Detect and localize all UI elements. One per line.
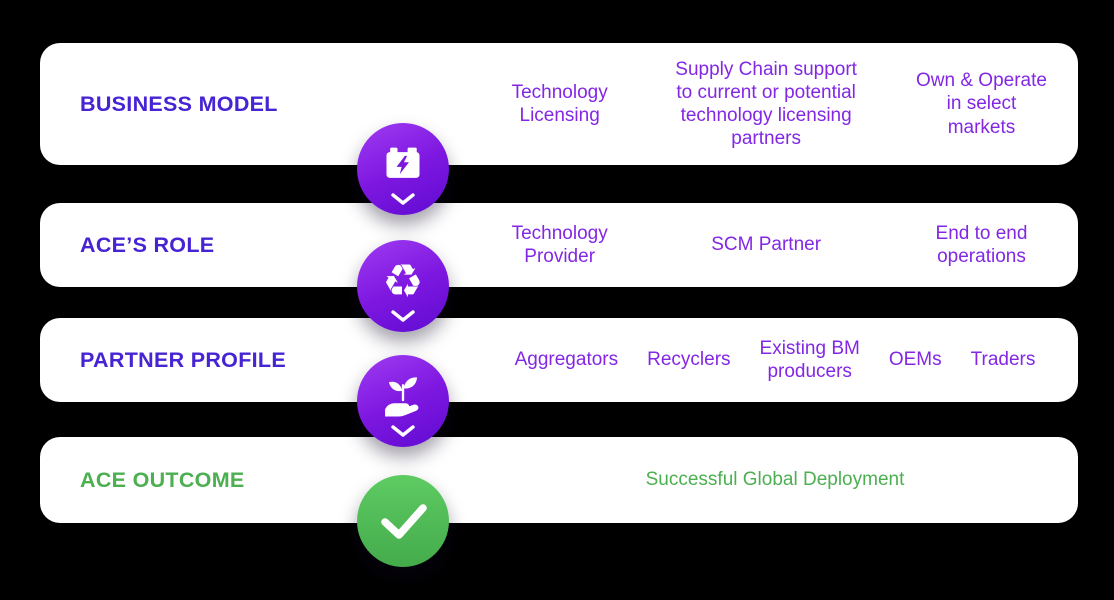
plant-hand-glyph [378,371,428,423]
cell-text: SCM Partner [711,234,822,256]
check-svg [381,504,427,539]
partner-profile-content: Aggregators Recyclers Existing BM produc… [480,337,1078,383]
plant-hand-icon [357,355,449,447]
cell-aggregators: Aggregators [514,349,619,371]
chevron-svg [391,424,415,437]
cell-text: Technology Licensing [511,81,608,126]
cell-technology-licensing: Technology Licensing [480,81,639,127]
cell-recyclers: Recyclers [647,349,731,371]
cell-own-and-operate: Own & Operate in select markets [893,69,1070,139]
business-model-content: Technology Licensing Supply Chain suppor… [480,58,1078,151]
battery-svg [386,147,420,178]
cell-text: End to end operations [935,222,1028,267]
aces-role-content: Technology Provider SCM Partner End to e… [480,222,1078,268]
chevron-svg [391,192,415,205]
cell-text: Own & Operate in select markets [916,70,1047,138]
row-business-model: BUSINESS MODEL Technology Licensing Supp… [40,43,1078,165]
cell-scm-partner: SCM Partner [639,233,893,256]
chevron-down-icon [387,309,419,325]
cell-technology-provider: Technology Provider [480,222,639,268]
row-label-zone: PARTNER PROFILE [40,348,480,373]
cell-oems: OEMs [888,349,942,371]
ace-outcome-content: Successful Global Deployment [480,468,1078,491]
cell-existing-bm-producers: Existing BM producers [759,337,860,382]
row-aces-role: ACE’S ROLE Technology Provider SCM Partn… [40,203,1078,287]
cell-supply-chain-support: Supply Chain support to current or poten… [639,58,893,151]
aces-role-label: ACE’S ROLE [80,232,215,257]
row-label-zone: ACE OUTCOME [40,468,480,493]
row-label-zone: BUSINESS MODEL [40,92,480,117]
recycle-icon: ♻ [357,240,449,332]
ace-outcome-label: ACE OUTCOME [80,467,245,492]
recycle-unicode: ♻ [382,253,424,308]
cell-traders: Traders [970,349,1036,371]
check-icon [357,475,449,567]
cell-successful-global-deployment: Successful Global Deployment [645,469,905,491]
cell-text: Technology Provider [511,222,608,267]
plant-hand-svg [385,376,419,417]
chevron-svg [391,309,415,322]
chevron-down-icon [387,192,419,208]
recycle-glyph: ♻ [382,256,423,308]
row-label-zone: ACE’S ROLE [40,233,480,258]
chevron-down-icon [387,424,419,440]
row-ace-outcome: ACE OUTCOME Successful Global Deployment [40,437,1078,523]
battery-glyph [381,139,425,191]
cell-text: Supply Chain support to current or poten… [675,58,857,150]
partner-profile-label: PARTNER PROFILE [80,347,286,372]
row-partner-profile: PARTNER PROFILE Aggregators Recyclers Ex… [40,318,1078,402]
battery-icon [357,123,449,215]
business-model-label: BUSINESS MODEL [80,91,278,116]
cell-end-to-end-operations: End to end operations [893,222,1070,268]
